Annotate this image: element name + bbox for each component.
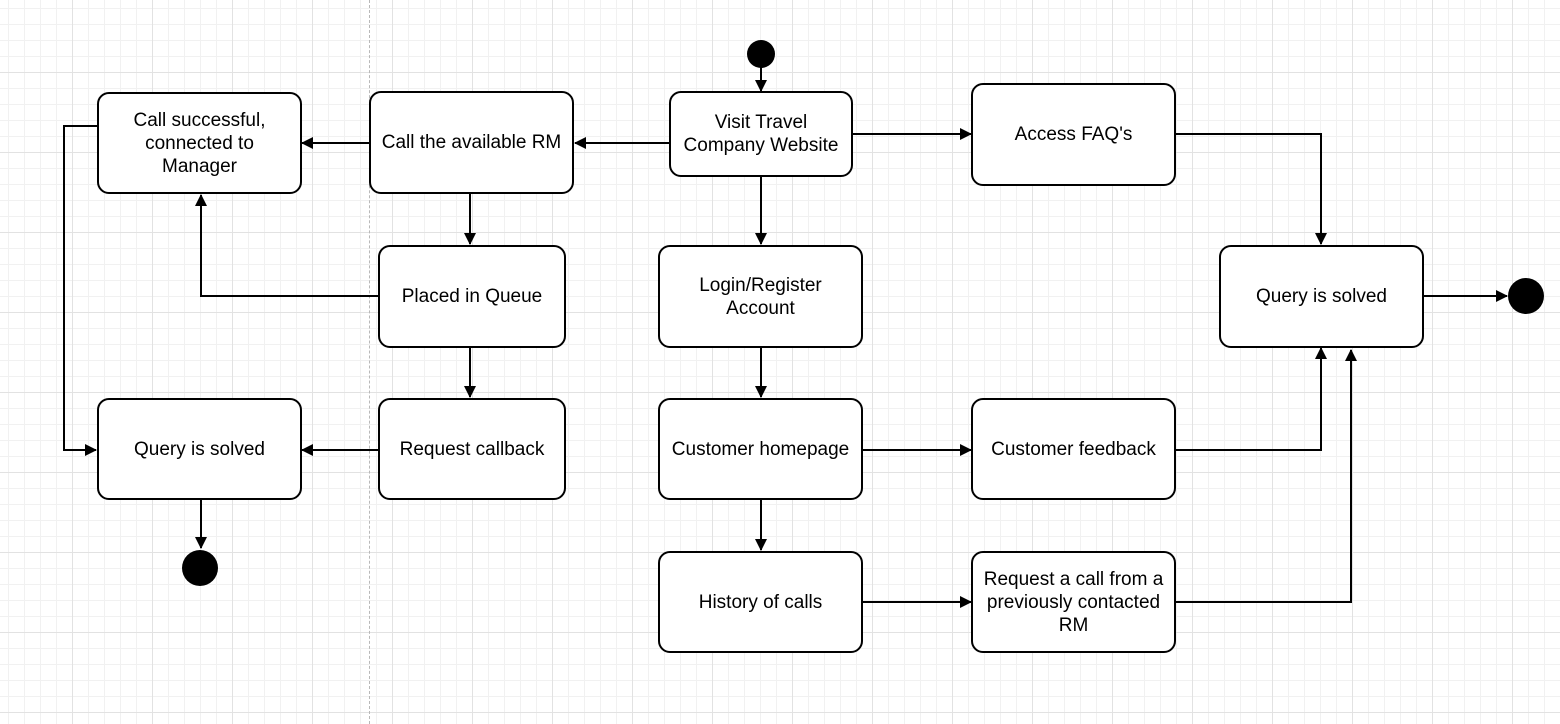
edge-feedback-to-query-solved-right <box>1175 347 1327 451</box>
customer-homepage-node[interactable]: Customer homepage <box>658 398 863 500</box>
visit-website-node[interactable]: Visit Travel Company Website <box>669 91 853 177</box>
access-faq-node[interactable]: Access FAQ's <box>971 83 1176 186</box>
request-call-previous-rm-node[interactable]: Request a call from a previously contact… <box>971 551 1176 653</box>
request-callback-node[interactable]: Request callback <box>378 398 566 500</box>
edge-request-previous-rm-to-query-solved-right <box>1175 349 1357 603</box>
start-node <box>747 40 775 68</box>
call-rm-node[interactable]: Call the available RM <box>369 91 574 194</box>
edge-queue-to-call-successful <box>195 194 378 297</box>
call-successful-node[interactable]: Call successful, connected to Manager <box>97 92 302 194</box>
edge-access-faq-to-query-solved-right <box>1175 133 1327 245</box>
edge-call-successful-to-query-solved-left <box>63 125 97 456</box>
query-solved-right-node[interactable]: Query is solved <box>1219 245 1424 348</box>
placed-in-queue-node[interactable]: Placed in Queue <box>378 245 566 348</box>
end-node-left <box>182 550 218 586</box>
end-node-right <box>1508 278 1544 314</box>
history-of-calls-node[interactable]: History of calls <box>658 551 863 653</box>
customer-feedback-node[interactable]: Customer feedback <box>971 398 1176 500</box>
login-register-node[interactable]: Login/Register Account <box>658 245 863 348</box>
page-break-line <box>369 0 370 724</box>
query-solved-left-node[interactable]: Query is solved <box>97 398 302 500</box>
